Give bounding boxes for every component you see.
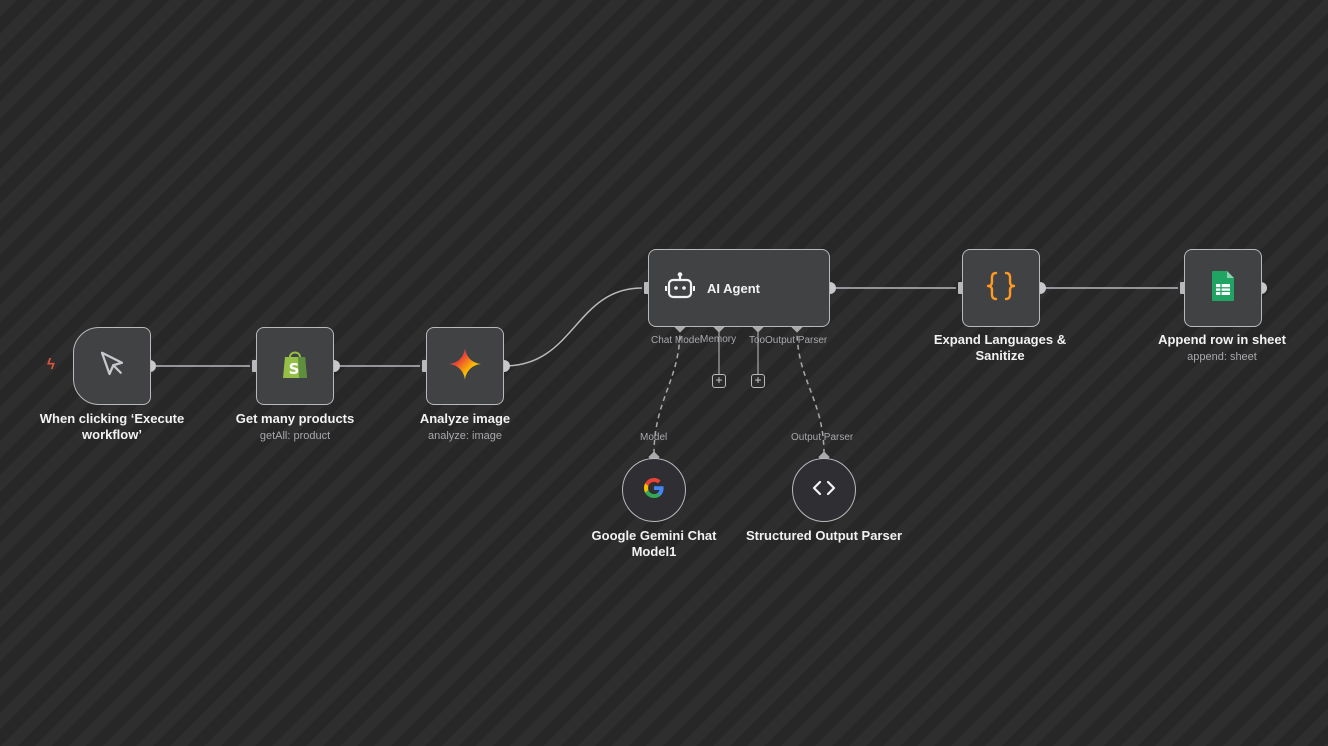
- connection-analyze-agent[interactable]: [503, 287, 643, 367]
- node-title-gemini: Google Gemini Chat Model1: [591, 528, 717, 559]
- node-title-shopify: Get many products: [235, 411, 355, 426]
- curly-braces-icon: [984, 269, 1018, 308]
- node-analyze-image[interactable]: [426, 327, 504, 405]
- port-label-memory: Memory: [700, 334, 737, 345]
- google-g-icon: [642, 476, 666, 505]
- node-append-row-in-sheet[interactable]: [1184, 249, 1262, 327]
- connection-gemini-agent[interactable]: [653, 329, 681, 455]
- node-ai-agent[interactable]: AI Agent: [648, 249, 830, 327]
- svg-text:S: S: [289, 360, 300, 378]
- add-tool-button[interactable]: +: [751, 374, 765, 388]
- shopify-bag-icon: S: [280, 348, 310, 385]
- node-title-agent: AI Agent: [707, 280, 760, 296]
- add-memory-button[interactable]: +: [712, 374, 726, 388]
- node-subtitle-analyze: analyze: image: [428, 430, 502, 442]
- node-subtitle-sheet: append: sheet: [1187, 351, 1257, 363]
- port-label-tool: Tool: [749, 335, 765, 346]
- port-label-model: Model: [640, 432, 668, 443]
- node-manual-trigger[interactable]: [73, 327, 151, 405]
- node-get-many-products[interactable]: S: [256, 327, 334, 405]
- node-structured-output-parser[interactable]: [792, 458, 856, 522]
- port-label-output-parser: Output Parser: [765, 335, 828, 346]
- trigger-bolt-icon: ϟ: [47, 356, 55, 373]
- node-expand-languages[interactable]: [962, 249, 1040, 327]
- robot-icon: [664, 271, 696, 305]
- node-subtitle-shopify: getAll: product: [259, 430, 331, 442]
- node-title-analyze: Analyze image: [419, 411, 511, 426]
- port-label-chat-model: Chat Model: [651, 335, 703, 346]
- connection-parser-agent[interactable]: [796, 329, 825, 455]
- cursor-icon: [97, 349, 127, 384]
- node-title-trigger: When clicking ‘Execute workflow’: [39, 411, 185, 442]
- node-title-sheet: Append row in sheet: [1158, 332, 1286, 347]
- code-brackets-icon: [811, 478, 837, 503]
- google-sheets-icon: [1211, 270, 1235, 307]
- node-title-parser: Structured Output Parser: [745, 528, 903, 543]
- node-title-expand: Expand Languages & Sanitize: [933, 332, 1067, 363]
- gemini-sparkle-icon: [448, 347, 482, 386]
- port-label-parser-output: Output Parser: [791, 432, 854, 443]
- node-google-gemini-chat-model[interactable]: [622, 458, 686, 522]
